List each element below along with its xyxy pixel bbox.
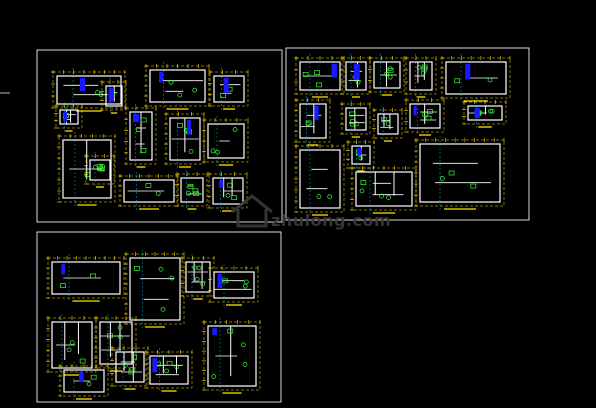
sheet-1-plans [51, 62, 249, 212]
floor-plan-1 [51, 68, 126, 112]
floor-plan-11 [294, 142, 345, 216]
floor-plan-2 [124, 250, 185, 328]
floor-plan-4 [208, 264, 259, 306]
floor-plan-6 [294, 96, 331, 146]
floor-plan-8 [118, 172, 179, 210]
floor-plan-13 [414, 136, 505, 210]
floor-plan-7 [202, 116, 249, 166]
floor-plan-7 [110, 344, 149, 390]
floor-plan-5 [46, 314, 97, 376]
floor-plan-12 [350, 164, 417, 214]
floor-plan-4 [57, 132, 116, 206]
floor-plan-8 [144, 348, 193, 392]
sheet-2-border[interactable] [285, 47, 530, 221]
floor-plan-3 [180, 254, 215, 300]
floor-plan-13 [84, 152, 115, 188]
floor-plan-12 [54, 102, 83, 132]
sheet-3-plans [46, 250, 261, 400]
sheet-1-border[interactable] [36, 49, 283, 223]
floor-plan-5 [124, 104, 157, 168]
house-logo-icon [231, 194, 273, 228]
floor-plan-2 [144, 62, 210, 110]
sheet-3-border[interactable] [36, 231, 282, 403]
floor-plan-11 [100, 78, 127, 114]
floor-plan-14 [346, 138, 375, 172]
floor-plan-6 [164, 110, 205, 168]
watermark-text: zhulong.com [271, 211, 391, 230]
floor-plan-3 [368, 54, 405, 96]
watermark: zhulong.com [231, 194, 391, 230]
floor-plan-3 [208, 68, 249, 110]
floor-plan-9 [175, 170, 208, 210]
floor-plan-10 [462, 98, 507, 128]
floor-plan-8 [372, 106, 403, 142]
floor-plan-5 [440, 54, 511, 102]
floor-plan-1 [294, 54, 345, 98]
floor-plan-10 [207, 170, 248, 212]
floor-plan-7 [340, 100, 371, 138]
sheet-2-plans [294, 54, 511, 216]
floor-plan-4 [404, 54, 437, 98]
floor-plan-9 [202, 318, 261, 394]
floor-plan-6 [94, 314, 137, 372]
floor-plan-2 [340, 54, 371, 98]
floor-plan-1 [46, 254, 125, 302]
floor-plan-10 [58, 362, 109, 400]
floor-plan-9 [404, 96, 445, 136]
